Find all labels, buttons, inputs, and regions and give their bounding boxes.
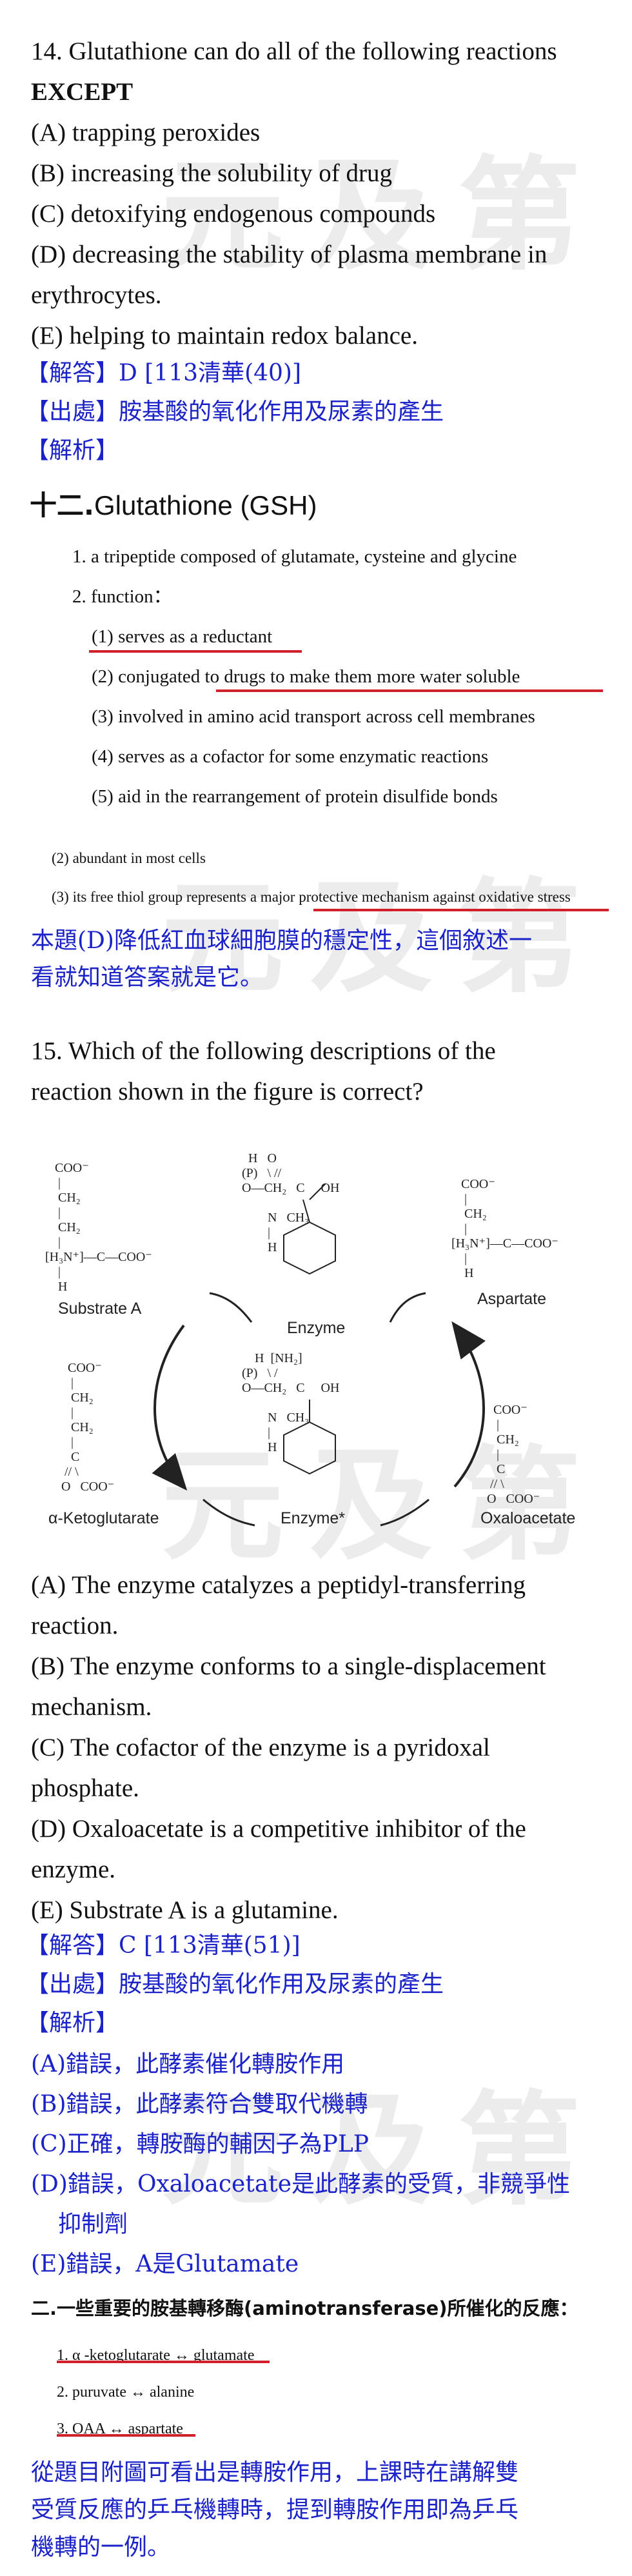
substrate-a-label: Substrate A <box>58 1300 142 1318</box>
gsh-function-3: (3) involved in amino acid transport acr… <box>92 706 535 727</box>
q15-option-d: (D) Oxaloacetate is a competitive inhibi… <box>31 1815 526 1843</box>
q15-comment-line-3: 機轉的一例。 <box>31 2534 171 2561</box>
reaction-3: 3. OAA ↔ aspartate <box>57 2421 183 2437</box>
q14-answer: 【解答】D [113清華(40)] <box>26 360 302 386</box>
q14-option-b: (B) increasing the solubility of drug <box>31 159 392 187</box>
q14-option-a: (A) trapping peroxides <box>31 119 261 146</box>
section-title: Glutathione (GSH) <box>94 490 317 520</box>
section-number: 十二. <box>30 490 94 521</box>
q15-explanation-d: (D)錯誤，Oxaloacetate是此酵素的受質，非競爭性 <box>31 2171 571 2197</box>
underline-ketoglutarate <box>57 2361 270 2363</box>
q15-comment-line-1: 從題目附圖可看出是轉胺作用，上課時在講解雙 <box>31 2459 519 2486</box>
q15-option-c: (C) The cofactor of the enzyme is a pyri… <box>31 1734 490 1761</box>
q14-comment-line-1: 本題(D)降低紅血球細胞膜的穩定性，這個敘述一 <box>31 927 532 954</box>
q15-explanation-b: (B)錯誤，此酵素符合雙取代機轉 <box>31 2091 368 2117</box>
q15-explanation-a: (A)錯誤，此酵素催化轉胺作用 <box>31 2051 345 2077</box>
q14-option-d: (D) decreasing the stability of plasma m… <box>31 241 548 268</box>
q15-stem-cont: reaction shown in the figure is correct? <box>31 1078 424 1105</box>
aminotransferase-table-title: 二.一些重要的胺基轉移酶(aminotransferase)所催化的反應： <box>31 2297 578 2319</box>
q15-explanation-d-cont: 抑制劑 <box>58 2211 128 2237</box>
ketoglutarate-label: α-Ketoglutarate <box>48 1509 159 1527</box>
q15-explanations: (A)錯誤，此酵素催化轉胺作用 (B)錯誤，此酵素符合雙取代機轉 (C)正確，轉… <box>31 2045 570 2284</box>
q15-option-a: (A) The enzyme catalyzes a peptidyl-tran… <box>31 1571 526 1599</box>
aspartate-structure: COO⁻ | CH₂ | [H₃N⁺]—C—COO⁻ | H <box>451 1177 558 1280</box>
underline-oxidative-stress <box>313 909 609 911</box>
q15-explanation-e: (E)錯誤，A是Glutamate <box>31 2251 299 2277</box>
transamination-figure: COO⁻ | CH₂ | CH₂ | [H₃N⁺]—C—COO⁻ | H Sub… <box>32 1138 600 1551</box>
q15-option-b-cont: mechanism. <box>31 1693 152 1721</box>
enzyme-label: Enzyme <box>287 1319 346 1337</box>
reaction-1: 1. α -ketoglutarate ↔ glutamate <box>57 2347 255 2364</box>
oxaloacetate-structure: COO⁻ | CH₂ | C // \ O COO⁻ <box>487 1403 540 1506</box>
enzyme-pmp-structure: H [NH₂] (P) \ / O—CH₂ C OH N CH₃ | H <box>242 1351 340 1454</box>
q15-option-c-cont: phosphate. <box>31 1774 139 1802</box>
gsh-function-5: (5) aid in the rearrangement of protein … <box>92 786 498 807</box>
ketoglutarate-structure: COO⁻ | CH₂ | CH₂ | C // \ O COO⁻ <box>61 1361 115 1494</box>
reaction-2: 2. puruvate ↔ alanine <box>57 2384 195 2401</box>
q14-comment: 本題(D)降低紅血球細胞膜的穩定性，這個敘述一 看就知道答案就是它。 <box>31 922 532 996</box>
aminotransferase-reactions: 1. α -ketoglutarate ↔ glutamate 2. puruv… <box>57 2337 254 2448</box>
enzyme-plp-structure: H O (P) \ // O—CH₂ C OH N CH₃ | H <box>242 1151 340 1254</box>
aspartate-label: Aspartate <box>477 1290 547 1308</box>
q15-explanation-c: (C)正確，轉胺酶的輔因子為PLP <box>31 2131 369 2157</box>
q15-answer: 【解答】C [113清華(51)] <box>26 1932 301 1959</box>
question-14: 14. Glutathione can do all of the follow… <box>31 31 611 356</box>
oxaloacetate-label: Oxaloacetate <box>480 1509 576 1527</box>
q14-stem-except: EXCEPT <box>31 78 133 106</box>
gsh-function-4: (4) serves as a cofactor for some enzyma… <box>92 746 489 767</box>
q15-analysis-label: 【解析】 <box>26 2010 119 2036</box>
q15-comment: 從題目附圖可看出是轉胺作用，上課時在講解雙 受質反應的乒乓機轉時，提到轉胺作用即… <box>31 2454 518 2566</box>
q15-comment-line-2: 受質反應的乒乓機轉時，提到轉胺作用即為乒乓 <box>31 2497 519 2523</box>
gsh-note-2: (3) its free thiol group represents a ma… <box>52 889 571 905</box>
gsh-function-1: (1) serves as a reductant <box>92 626 273 647</box>
q15-option-d-cont: enzyme. <box>31 1856 116 1883</box>
q15-option-a-cont: reaction. <box>31 1612 119 1640</box>
gsh-function-2: (2) conjugated to drugs to make them mor… <box>92 666 520 687</box>
gsh-item-2: 2. function： <box>72 586 172 607</box>
question-15: 15. Which of the following descriptions … <box>31 1031 496 1112</box>
underline-reductant <box>89 650 302 653</box>
underline-oaa <box>57 2434 195 2437</box>
q15-options: (A) The enzyme catalyzes a peptidyl-tran… <box>31 1565 546 1930</box>
underline-water-soluble <box>216 689 603 692</box>
gsh-item-1: 1. a tripeptide composed of glutamate, c… <box>72 546 517 567</box>
q14-comment-line-2: 看就知道答案就是它。 <box>31 964 264 991</box>
q14-option-c: (C) detoxifying endogenous compounds <box>31 200 436 228</box>
substrate-a-structure: COO⁻ | CH₂ | CH₂ | [H₃N⁺]—C—COO⁻ | H <box>45 1161 152 1294</box>
q15-stem: 15. Which of the following descriptions … <box>31 1037 496 1065</box>
q14-option-d-cont: erythrocytes. <box>31 281 162 309</box>
gsh-note-1: (2) abundant in most cells <box>52 850 206 866</box>
q15-option-e: (E) Substrate A is a glutamine. <box>31 1896 339 1924</box>
q14-source: 【出處】胺基酸的氧化作用及尿素的產生 <box>26 399 444 425</box>
q14-option-e: (E) helping to maintain redox balance. <box>31 322 418 350</box>
q15-option-b: (B) The enzyme conforms to a single-disp… <box>31 1652 546 1680</box>
q14-analysis-label: 【解析】 <box>26 437 119 464</box>
gsh-function-list: (1) serves as a reductant (2) conjugated… <box>92 617 535 817</box>
q15-source: 【出處】胺基酸的氧化作用及尿素的產生 <box>26 1971 444 1997</box>
q14-stem: 14. Glutathione can do all of the follow… <box>31 37 557 65</box>
gsh-section-heading: 十二.Glutathione (GSH) <box>30 484 317 523</box>
enzyme-star-label: Enzyme* <box>281 1509 346 1527</box>
reaction-arrows <box>152 1183 486 1527</box>
